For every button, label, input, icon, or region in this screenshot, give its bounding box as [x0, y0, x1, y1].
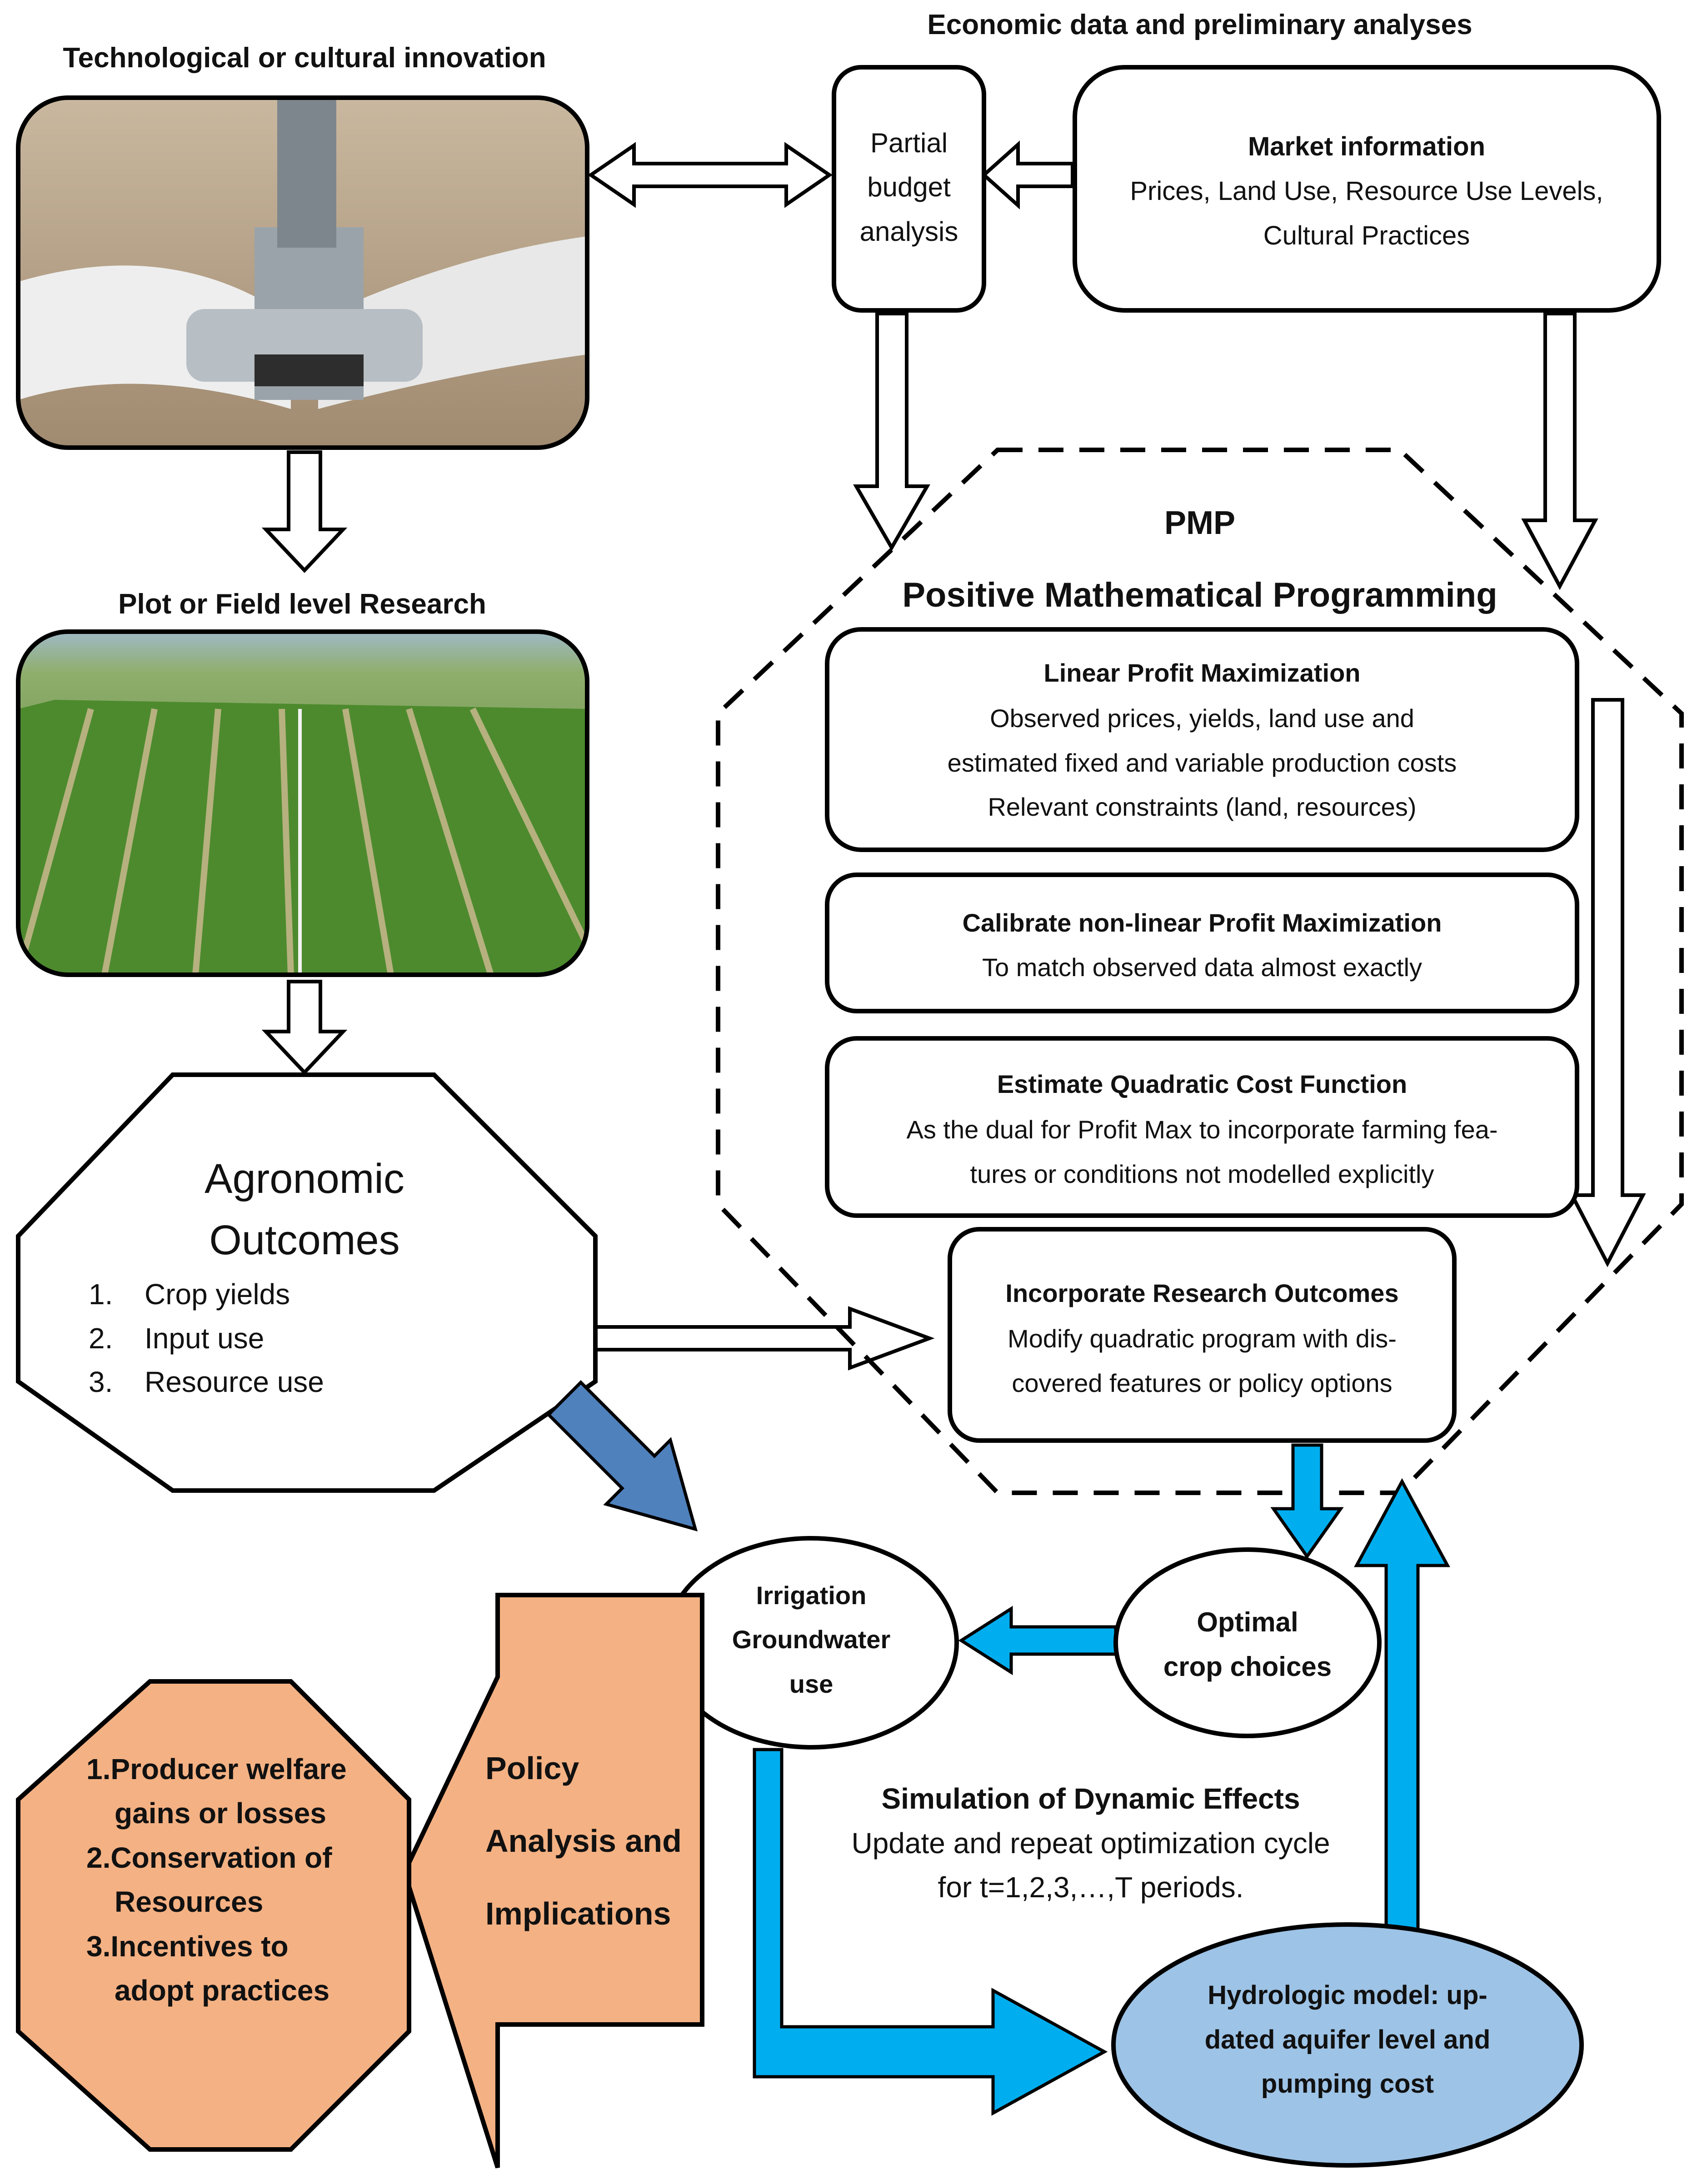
arrow-hydrologic-to-pmp [1354, 1478, 1450, 1970]
market-info-line-2: Cultural Practices [1263, 221, 1470, 250]
optimal-line-2: crop choices [1163, 1651, 1332, 1682]
arrow-agronomic-to-incorporate [594, 1306, 935, 1371]
simulation-title: Simulation of Dynamic Effects [881, 1782, 1300, 1815]
policy-line-2: Analysis and [485, 1823, 682, 1859]
linear-profit-line-3: Relevant constraints (land, resources) [988, 793, 1416, 821]
arrow-innovation-to-plot [261, 450, 348, 573]
economic-title: Economic data and preliminary analyses [927, 9, 1472, 40]
irrigation-pipe-photo [16, 95, 589, 450]
hydrologic-line-1: Hydrologic model: up- [1208, 1980, 1487, 2010]
agronomic-item-3-label: Resource use [145, 1366, 324, 1398]
agronomic-item-1-label: Crop yields [145, 1278, 290, 1311]
policy-implications-callout [402, 1593, 704, 2169]
agronomic-title-line-1: Agronomic [205, 1156, 404, 1202]
irrigation-line-2: Groundwater [732, 1625, 890, 1654]
incorporate-research-line-1: Modify quadratic program with dis- [1008, 1324, 1397, 1353]
optimal-line-1: Optimal [1197, 1607, 1298, 1637]
optimal-crop-choices-node [1113, 1547, 1382, 1738]
arrow-agronomic-to-irrigation [546, 1380, 698, 1532]
policy-line-1: Policy [485, 1750, 579, 1786]
linear-profit-line-2: estimated fixed and variable production … [948, 748, 1457, 777]
innovation-title: Technological or cultural innovation [63, 42, 546, 74]
agronomic-item-1-num: 1. [89, 1278, 113, 1311]
outcomes-line-6: adopt practices [115, 1974, 329, 2007]
quadratic-cost-line-2: tures or conditions not modelled explici… [970, 1160, 1434, 1188]
agronomic-item-2-label: Input use [145, 1322, 264, 1355]
partial-budget-box [832, 65, 986, 313]
arrow-market-to-budget [981, 140, 1074, 209]
agronomic-item-3-num: 3. [89, 1366, 113, 1398]
crop-field-aerial-photo [16, 629, 589, 977]
incorporate-research-line-2: covered features or policy options [1012, 1369, 1392, 1397]
pmp-full: Positive Mathematical Programming [902, 576, 1497, 614]
partial-budget-line-3: analysis [860, 216, 958, 247]
incorporate-research-title: Incorporate Research Outcomes [1005, 1279, 1398, 1307]
agronomic-title-line-2: Outcomes [209, 1217, 399, 1263]
quadratic-cost-title: Estimate Quadratic Cost Function [997, 1070, 1407, 1098]
simulation-line-1: Update and repeat optimization cycle [851, 1827, 1330, 1860]
arrow-irrigation-to-hydrologic [753, 1748, 1108, 2116]
simulation-line-2: for t=1,2,3,…,T periods. [938, 1871, 1244, 1904]
outcomes-line-2: gains or losses [115, 1797, 326, 1830]
market-info-line-1: Prices, Land Use, Resource Use Levels, [1130, 176, 1603, 206]
hydrologic-line-2: dated aquifer level and [1205, 2025, 1491, 2054]
outcomes-line-3: 2.Conservation of [86, 1841, 332, 1874]
linear-profit-title: Linear Profit Maximization [1044, 658, 1361, 687]
calibrate-line-1: To match observed data almost exactly [982, 953, 1422, 982]
irrigation-line-3: use [789, 1670, 834, 1698]
arrow-incorporate-to-optimal [1270, 1443, 1344, 1560]
quadratic-cost-box [825, 1036, 1579, 1218]
policy-outcomes-octagon [16, 1679, 411, 2152]
plot-research-title: Plot or Field level Research [118, 588, 486, 620]
arrow-plot-to-agronomic [261, 980, 348, 1075]
partial-budget-line-2: budget [867, 172, 951, 202]
calibrate-title: Calibrate non-linear Profit Maximization [963, 908, 1442, 937]
arrow-pmp-right-down [1569, 698, 1646, 1267]
irrigation-line-1: Irrigation [756, 1581, 867, 1610]
linear-profit-line-1: Observed prices, yields, land use and [990, 704, 1414, 733]
incorporate-research-box [948, 1227, 1457, 1443]
market-info-title: Market information [1248, 132, 1485, 161]
arrow-optimal-to-irrigation [958, 1606, 1118, 1675]
quadratic-cost-line-1: As the dual for Profit Max to incorporat… [906, 1115, 1497, 1144]
policy-line-3: Implications [485, 1896, 671, 1931]
hydrologic-model-node [1111, 1922, 1584, 2168]
partial-budget-line-1: Partial [870, 128, 948, 158]
double-arrow-innovation-budget [587, 142, 833, 208]
outcomes-line-5: 3.Incentives to [86, 1930, 289, 1963]
arrow-budget-to-pmp [853, 312, 930, 551]
agronomic-outcomes-octagon [16, 1072, 598, 1493]
linear-profit-box [825, 627, 1579, 852]
arrow-market-to-pmp [1521, 312, 1598, 590]
agronomic-item-2-num: 2. [89, 1322, 113, 1355]
calibrate-box [825, 873, 1579, 1013]
market-info-box [1073, 65, 1661, 313]
outcomes-line-4: Resources [115, 1885, 263, 1918]
pmp-abbr: PMP [1164, 505, 1235, 541]
hydrologic-line-3: pumping cost [1261, 2069, 1434, 2099]
outcomes-line-1: 1.Producer welfare [86, 1753, 347, 1785]
